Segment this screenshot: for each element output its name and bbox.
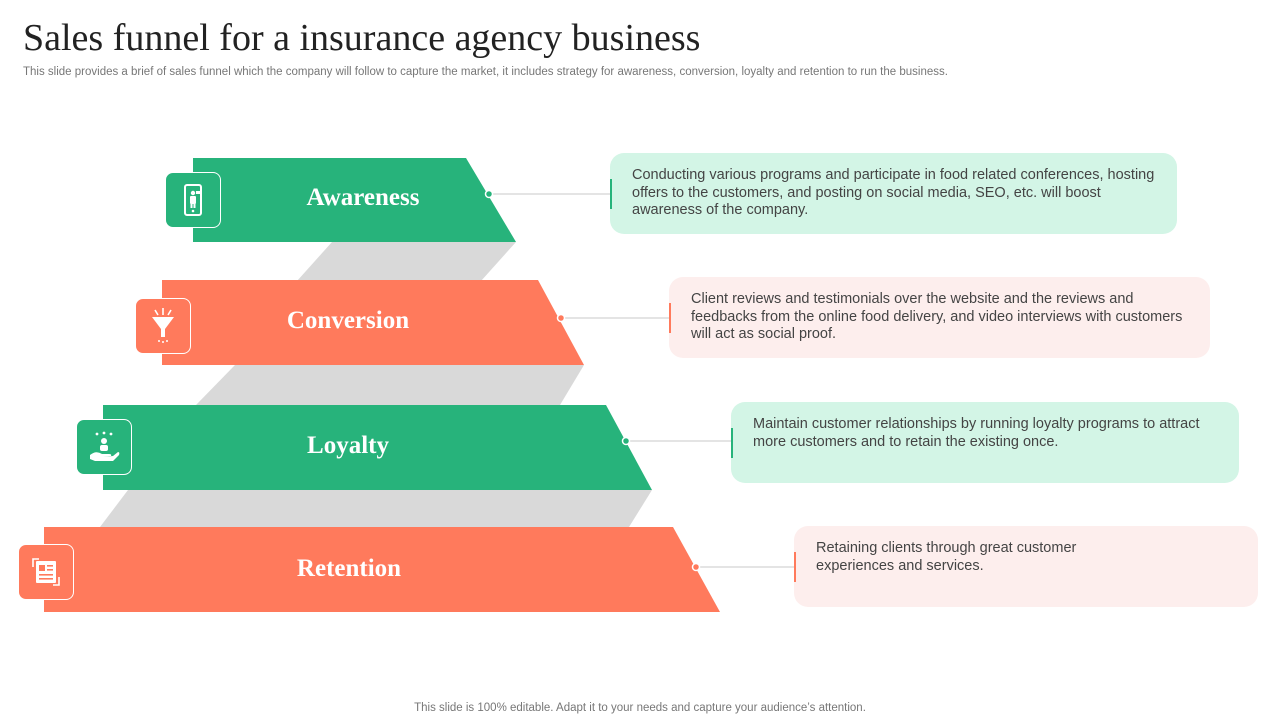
accent-bar [794, 552, 796, 582]
stage-label-loyalty: Loyalty [307, 432, 389, 459]
hand-person-stars-icon [76, 419, 132, 475]
leader-dot-retention [691, 562, 701, 572]
leader-dot-conversion [556, 313, 566, 323]
funnel-icon [135, 298, 191, 354]
id-card-refresh-icon [18, 544, 74, 600]
description-box-retention: Retaining clients through great customer… [794, 526, 1258, 607]
stage-label-retention: Retention [296, 555, 402, 582]
slide-footer: This slide is 100% editable. Adapt it to… [414, 702, 866, 714]
description-box-awareness: Conducting various programs and particip… [610, 153, 1177, 234]
leader-dot-awareness [484, 189, 494, 199]
description-box-conversion: Client reviews and testimonials over the… [669, 277, 1210, 358]
connector-loyalty-retention [100, 490, 652, 527]
band-conversion [162, 280, 584, 365]
band-loyalty [103, 405, 652, 490]
accent-bar [731, 428, 733, 458]
description-text-awareness: Conducting various programs and particip… [632, 167, 1155, 218]
leader-dot-loyalty [621, 436, 631, 446]
slide-subtitle: This slide provides a brief of sales fun… [23, 66, 948, 78]
description-text-retention: Retaining clients through great customer… [816, 540, 1077, 574]
description-box-loyalty: Maintain customer relationships by runni… [731, 402, 1239, 483]
mobile-person-icon [165, 172, 221, 228]
accent-bar [610, 179, 612, 209]
band-retention [44, 527, 720, 612]
stage-label-awareness: Awareness [306, 184, 420, 211]
band-awareness [193, 158, 516, 242]
stage-label-conversion: Conversion [286, 307, 410, 334]
description-text-conversion: Client reviews and testimonials over the… [691, 291, 1183, 342]
connector-conversion-loyalty [196, 365, 584, 405]
accent-bar [669, 303, 671, 333]
slide-title: Sales funnel for a insurance agency busi… [23, 17, 701, 59]
description-text-loyalty: Maintain customer relationships by runni… [753, 416, 1200, 450]
connector-awareness-conversion [297, 242, 516, 281]
